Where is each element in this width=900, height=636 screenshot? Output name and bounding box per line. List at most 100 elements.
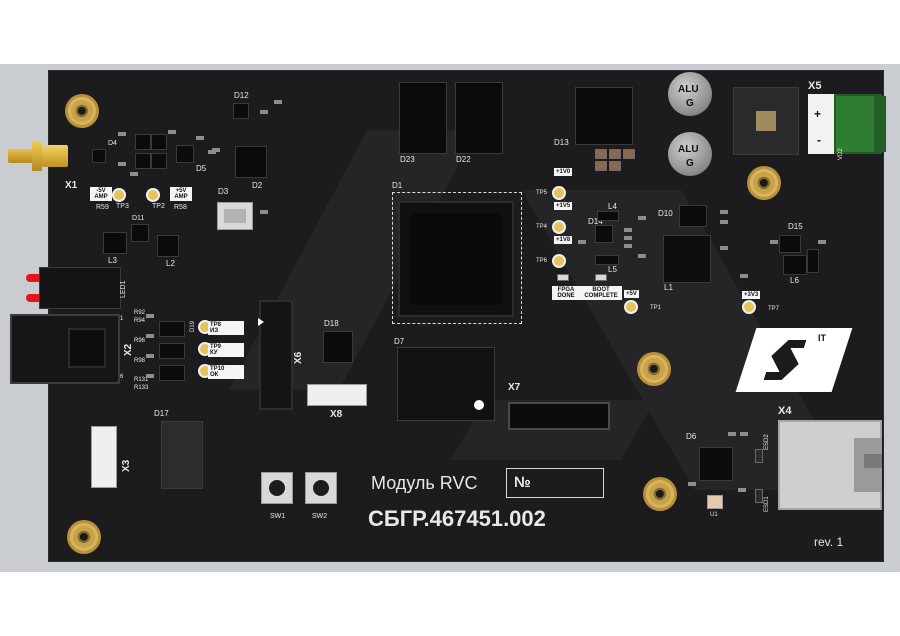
revision-label: rev. 1 xyxy=(814,535,844,549)
d23-chip xyxy=(400,83,446,153)
d13-chip xyxy=(576,88,632,144)
d15-chip xyxy=(780,236,800,252)
rf-chip-4 xyxy=(136,154,150,168)
l4-label: L4 xyxy=(608,202,617,211)
sma-connector xyxy=(8,139,70,173)
d1-outline xyxy=(392,192,522,324)
label-boot-complete: BOOT COMPLETE xyxy=(580,286,622,300)
l2-inductor xyxy=(158,236,178,256)
l6-label: L6 xyxy=(790,276,799,285)
tp5-label: TP5 xyxy=(536,190,548,196)
tp5-pad xyxy=(554,188,564,198)
tp1-label: TP1 xyxy=(650,305,662,311)
d18-label: D18 xyxy=(324,319,339,328)
g-top-text: G xyxy=(686,98,694,109)
tp3-pad xyxy=(114,190,124,200)
esd1-label: ESD1 xyxy=(764,496,770,512)
d7-label: D7 xyxy=(394,337,405,346)
tp2-label: TP2 xyxy=(152,203,165,210)
label-1v5: +1V5 xyxy=(554,202,573,210)
d1-label: D1 xyxy=(392,181,403,190)
x7-connector xyxy=(510,404,608,428)
part-number: СБГР.467451.002 xyxy=(368,506,546,531)
d18-chip xyxy=(324,332,352,362)
led1-label: LED1 xyxy=(120,280,127,298)
tp8-pad xyxy=(200,322,210,332)
mounting-hole-top-left xyxy=(68,97,96,125)
label-3v3: +3V3 xyxy=(742,291,761,299)
d10-chip xyxy=(680,206,706,226)
sw2-label: SW2 xyxy=(312,513,328,520)
d17-chip xyxy=(162,422,202,488)
x4-label: X4 xyxy=(778,405,792,417)
r133-label: R133 xyxy=(134,385,149,391)
d10-label: D10 xyxy=(658,209,673,218)
d15-diode xyxy=(808,250,818,272)
mounting-hole-top-right xyxy=(750,169,778,197)
sw1-button[interactable] xyxy=(262,473,292,503)
led1-red-1 xyxy=(26,274,40,282)
alu-top-text: ALU xyxy=(678,84,699,95)
label-5v: +5V xyxy=(624,290,639,298)
u1-sensor xyxy=(708,496,722,508)
d22-label: D22 xyxy=(456,155,471,164)
r94-label: R94 xyxy=(134,318,146,324)
x7-label: X7 xyxy=(508,382,521,393)
rf-chip-5 xyxy=(152,154,166,168)
tp1-pad xyxy=(626,302,636,312)
tp6-label: TP6 xyxy=(536,258,548,264)
x2-pin1: 1 xyxy=(120,316,124,322)
sw2-button[interactable] xyxy=(306,473,336,503)
x5-connector-body xyxy=(808,94,834,154)
esd2-part xyxy=(756,450,762,462)
d2-label: D2 xyxy=(252,181,263,190)
d6-label: D6 xyxy=(686,432,697,441)
tp4-label: TP4 xyxy=(536,224,548,230)
x6-label: X6 xyxy=(293,351,304,364)
d22-chip xyxy=(456,83,502,153)
d19-label: D19 xyxy=(190,320,196,332)
x2-label: X2 xyxy=(123,343,134,356)
tp3-label: TP3 xyxy=(116,203,129,210)
x5-plus: + xyxy=(814,107,822,121)
module-title: Модуль RVC xyxy=(371,473,478,493)
l5-label: L5 xyxy=(608,265,617,274)
r98-label: R98 xyxy=(134,358,146,364)
logo-text: IT xyxy=(818,333,826,343)
sw1-label: SW1 xyxy=(270,513,286,520)
buffer-3 xyxy=(160,366,184,380)
l1-label: L1 xyxy=(664,283,673,292)
buffer-2 xyxy=(160,344,184,358)
l2-label: L2 xyxy=(166,259,175,268)
tp9-pad xyxy=(200,344,210,354)
rf-chip-2 xyxy=(136,135,150,149)
number-box xyxy=(506,468,604,498)
d5-label: D5 xyxy=(196,164,207,173)
l5-inductor xyxy=(596,256,618,264)
pcb-board: X1 D4 D5 -5V AMP +5V AMP TP3 TP2 R59 R58… xyxy=(8,70,886,562)
number-label: № xyxy=(514,474,531,491)
x8-label: X8 xyxy=(330,409,343,420)
d15-label: D15 xyxy=(788,222,803,231)
l1-inductor xyxy=(664,236,710,282)
l6-inductor xyxy=(784,256,806,274)
r131-label: R131 xyxy=(134,377,149,383)
d3-label: D3 xyxy=(218,187,229,196)
r58-label: R58 xyxy=(174,204,187,211)
tp4-pad xyxy=(554,222,564,232)
d12-chip xyxy=(234,104,248,118)
x3-label: X3 xyxy=(121,459,132,472)
d14-chip xyxy=(596,226,612,242)
label-fpga-done: FPGA DONE xyxy=(552,286,580,300)
d4-label: D4 xyxy=(108,140,117,147)
r92-label: R92 xyxy=(134,310,146,316)
tp2-pad xyxy=(148,190,158,200)
mounting-hole-bottom-left xyxy=(70,523,98,551)
rf-chip-6 xyxy=(177,146,193,162)
led1-red-2 xyxy=(26,294,40,302)
d13-label: D13 xyxy=(554,138,569,147)
d17-label: D17 xyxy=(154,409,169,418)
